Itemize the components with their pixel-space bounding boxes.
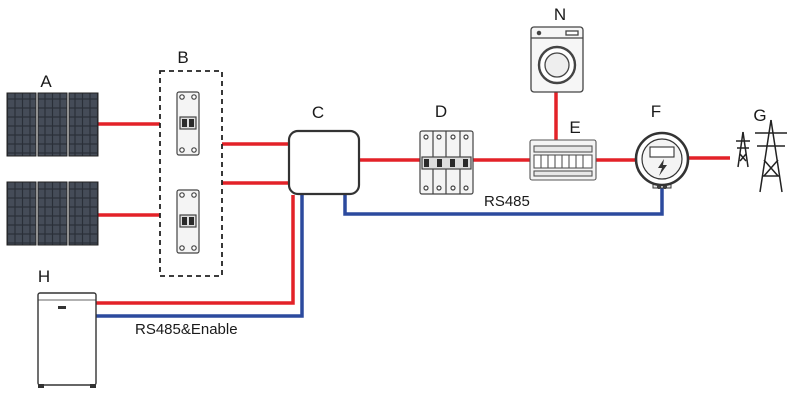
- label-inverter: C: [312, 103, 324, 122]
- pv-array-bottom: [6, 181, 99, 246]
- pv-array-top: [6, 92, 99, 157]
- wire-rs485-enable-battery: [96, 195, 304, 318]
- wire-battery-power: [96, 195, 295, 305]
- label-distribution-box: E: [569, 118, 580, 137]
- washing-machine-icon: [530, 26, 584, 93]
- label-ac-switch: D: [435, 102, 447, 121]
- label-rs485-enable: RS485&Enable: [135, 321, 238, 338]
- label-smart-meter: F: [651, 102, 661, 121]
- pv-breaker-top: [176, 91, 200, 156]
- comm-wires: [96, 188, 664, 318]
- pv-switch-enclosure: [159, 70, 223, 277]
- label-battery: H: [38, 267, 50, 286]
- distribution-box: [529, 139, 597, 181]
- wire-rs485-meter: [343, 188, 664, 216]
- pv-breaker-bottom: [176, 189, 200, 254]
- ac-switch: [419, 130, 474, 195]
- smart-meter-icon: [634, 131, 690, 189]
- label-rs485: RS485: [484, 193, 530, 210]
- inverter: [287, 129, 361, 196]
- label-grid: G: [753, 106, 766, 125]
- label-pv-array: A: [40, 72, 52, 91]
- label-pv-switch: B: [177, 48, 188, 67]
- power-grid-icon: [736, 119, 787, 193]
- power-wires: [96, 92, 730, 305]
- label-load: N: [554, 5, 566, 24]
- battery-icon: [37, 292, 97, 388]
